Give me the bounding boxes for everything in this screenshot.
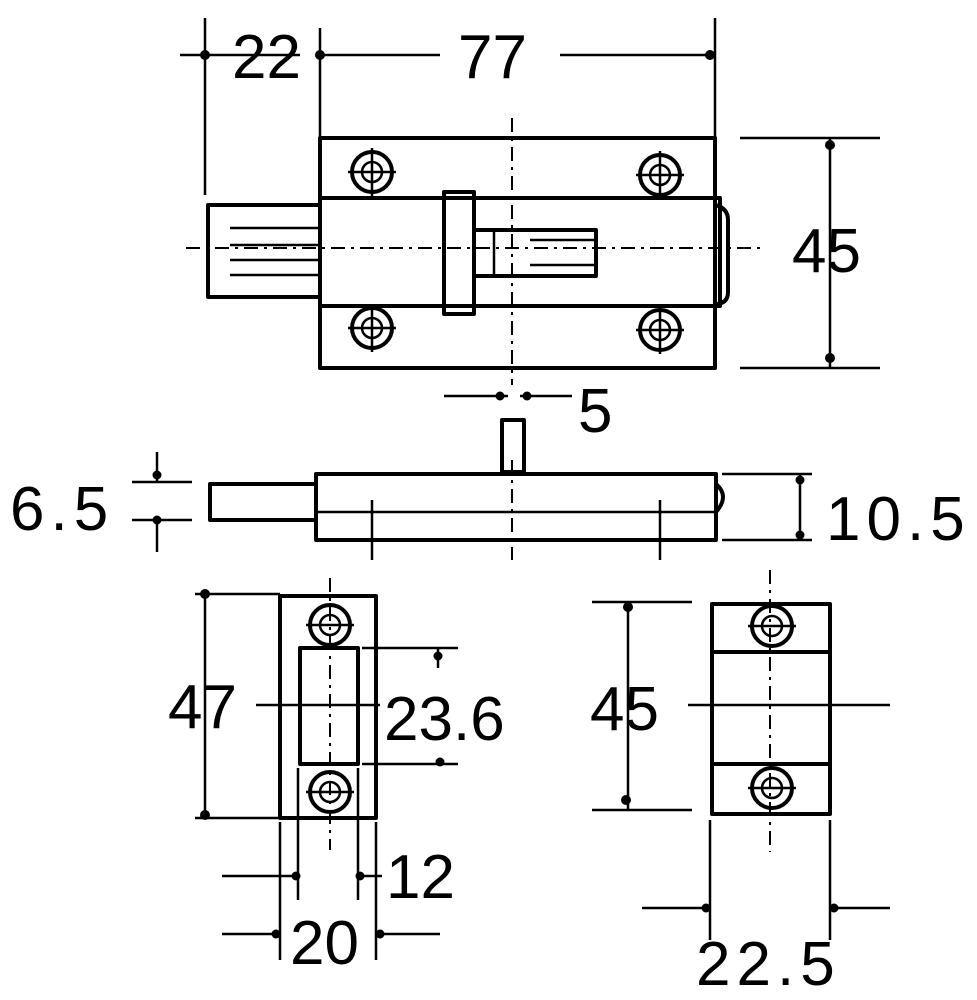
screw-icon <box>636 306 684 354</box>
dim-23-6-label: 23.6 <box>384 685 505 754</box>
top-view: 22 77 45 5 <box>180 18 880 446</box>
dim-22-5-label: 22.5 <box>696 930 841 999</box>
dim-22-label: 22 <box>232 23 301 92</box>
dim-5-label: 5 <box>578 377 612 446</box>
screw-icon <box>348 148 396 196</box>
side-view: 6.5 10.5 <box>10 418 971 560</box>
screw-icon <box>748 604 796 648</box>
dim-47-label: 47 <box>168 673 237 742</box>
dim-10-5-label: 10.5 <box>826 485 971 554</box>
screw-icon <box>748 766 796 810</box>
dim-20-label: 20 <box>290 909 359 978</box>
dim-12-label: 12 <box>386 843 455 912</box>
dim-77-label: 77 <box>458 23 527 92</box>
dim-45-bracket-label: 45 <box>590 675 659 744</box>
screw-icon <box>636 151 684 199</box>
dim-45-top-label: 45 <box>792 217 861 286</box>
screw-icon <box>306 603 354 647</box>
dim-6-5-label: 6.5 <box>10 475 114 544</box>
keeper-view: 47 23.6 12 20 <box>168 578 505 978</box>
screw-icon <box>348 304 396 352</box>
bracket-view: 45 22.5 <box>590 570 890 999</box>
screw-icon <box>306 770 354 814</box>
